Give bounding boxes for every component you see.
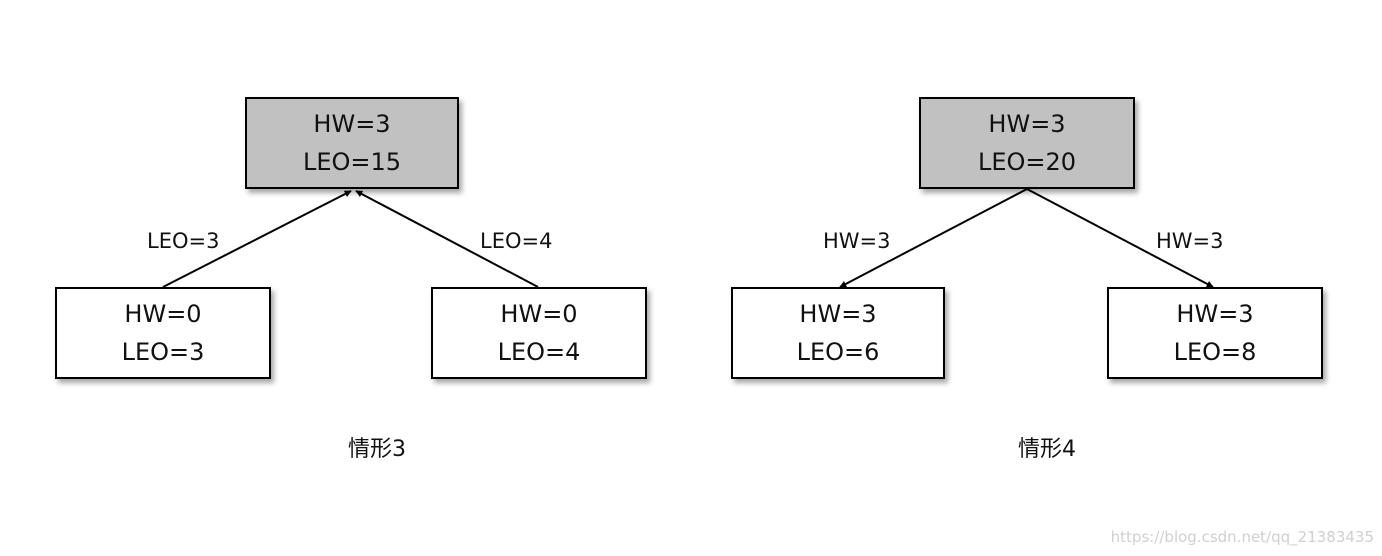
s4-leader-leo: LEO=20 <box>977 148 1077 176</box>
s3-follower-left-leo: LEO=3 <box>121 338 205 366</box>
s3-follower-left-node: HW=0 LEO=3 <box>55 287 271 379</box>
s4-follower-left-hw: HW=3 <box>799 300 877 328</box>
s3-leader-leo: LEO=15 <box>302 148 402 176</box>
s3-arrow-right <box>355 190 539 288</box>
s4-arrow-left <box>839 188 1028 288</box>
s3-follower-right-node: HW=0 LEO=4 <box>431 287 647 379</box>
s3-follower-right-leo: LEO=4 <box>497 338 581 366</box>
s4-follower-right-node: HW=3 LEO=8 <box>1107 287 1323 379</box>
s4-leader-hw: HW=3 <box>988 110 1066 138</box>
s3-arrow-left <box>162 190 352 288</box>
s3-caption: 情形3 <box>348 437 406 462</box>
s3-edge-left-label: LEO=3 <box>147 229 220 253</box>
watermark-text: https://blog.csdn.net/qq_21383435 <box>1110 528 1374 546</box>
s3-edge-right-label: LEO=4 <box>480 229 553 253</box>
s4-leader-node: HW=3 LEO=20 <box>919 97 1135 189</box>
s3-follower-left-hw: HW=0 <box>124 300 202 328</box>
s4-follower-left-node: HW=3 LEO=6 <box>731 287 945 379</box>
s3-follower-right-hw: HW=0 <box>500 300 578 328</box>
s4-follower-right-leo: LEO=8 <box>1173 338 1257 366</box>
s3-leader-hw: HW=3 <box>313 110 391 138</box>
s4-follower-right-hw: HW=3 <box>1176 300 1254 328</box>
s3-leader-node: HW=3 LEO=15 <box>245 97 459 189</box>
s4-arrow-right <box>1026 188 1214 288</box>
s4-edge-right-label: HW=3 <box>1156 229 1224 253</box>
s4-edge-left-label: HW=3 <box>823 229 891 253</box>
s4-caption: 情形4 <box>1018 437 1076 462</box>
s4-follower-left-leo: LEO=6 <box>796 338 880 366</box>
